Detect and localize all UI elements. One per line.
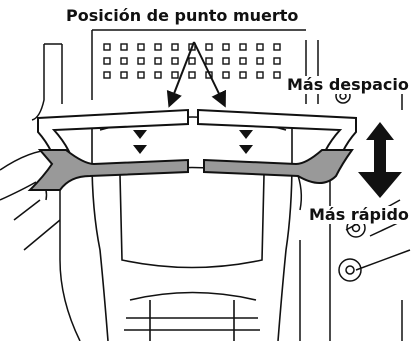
grille-square [189, 58, 195, 64]
grille-square [274, 58, 280, 64]
bail-control-lever [30, 150, 352, 190]
grille-square [240, 72, 246, 78]
arrow-up-icon [366, 122, 394, 154]
slower-label: Más despacio [284, 76, 412, 94]
grille-square [206, 44, 212, 50]
grille-square [155, 72, 161, 78]
neutral-position-label: Posición de punto muerto [64, 8, 300, 24]
grille-square [257, 72, 263, 78]
grille-square [240, 58, 246, 64]
motion-arrow [239, 145, 253, 154]
arrow-down-icon [358, 154, 402, 198]
grille-square [121, 58, 127, 64]
grille-square [138, 72, 144, 78]
grille-square [240, 44, 246, 50]
grille-square [121, 44, 127, 50]
motion-arrows [133, 130, 253, 154]
grille-square [257, 58, 263, 64]
grille-square [257, 44, 263, 50]
operator-housing [92, 117, 292, 341]
grille-square [172, 58, 178, 64]
faster-label: Más rápido [306, 206, 412, 224]
grille-square [206, 58, 212, 64]
grille-square [138, 58, 144, 64]
grille-square [172, 72, 178, 78]
motion-arrow [133, 130, 147, 139]
grille-square [104, 58, 110, 64]
grille-square [104, 44, 110, 50]
grille-square [223, 44, 229, 50]
grille-square [274, 44, 280, 50]
grille-square [223, 72, 229, 78]
grille-square [155, 58, 161, 64]
grille-square [155, 44, 161, 50]
motion-arrow [239, 130, 253, 139]
motion-arrow [133, 145, 147, 154]
grille-square [138, 44, 144, 50]
grille-square [189, 72, 195, 78]
grille-square [121, 72, 127, 78]
grille-square [223, 58, 229, 64]
grille-square [172, 44, 178, 50]
grille-square [104, 72, 110, 78]
grille-square [274, 72, 280, 78]
